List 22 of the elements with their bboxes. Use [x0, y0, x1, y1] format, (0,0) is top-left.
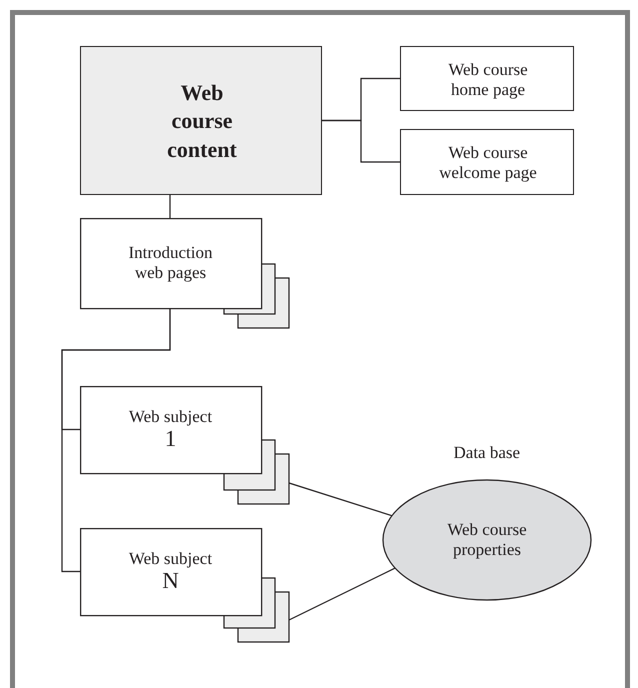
node-label: Web course home page	[447, 60, 529, 100]
connector-line	[61, 308, 171, 572]
connector-line	[288, 482, 392, 516]
node-label: Introduction web pages	[127, 243, 214, 283]
node-label: Web course welcome page	[438, 143, 538, 183]
database-ellipse	[382, 479, 592, 601]
connector-line	[288, 568, 396, 621]
document-stack	[80, 528, 289, 643]
page-box	[400, 129, 574, 195]
content-box	[80, 46, 322, 195]
connector-line	[169, 195, 171, 218]
subject-number: N	[161, 568, 180, 594]
node-label: Web subject	[128, 548, 214, 568]
database-label: Data base	[454, 443, 520, 463]
node-label: Web course content	[166, 78, 238, 164]
document-stack	[80, 386, 289, 505]
connector-line	[322, 120, 400, 163]
subject-number: 1	[164, 426, 178, 452]
node-label: Web course properties	[446, 520, 528, 560]
page-box	[400, 46, 574, 111]
node-label: Web subject	[128, 406, 214, 426]
document-stack	[80, 218, 289, 329]
